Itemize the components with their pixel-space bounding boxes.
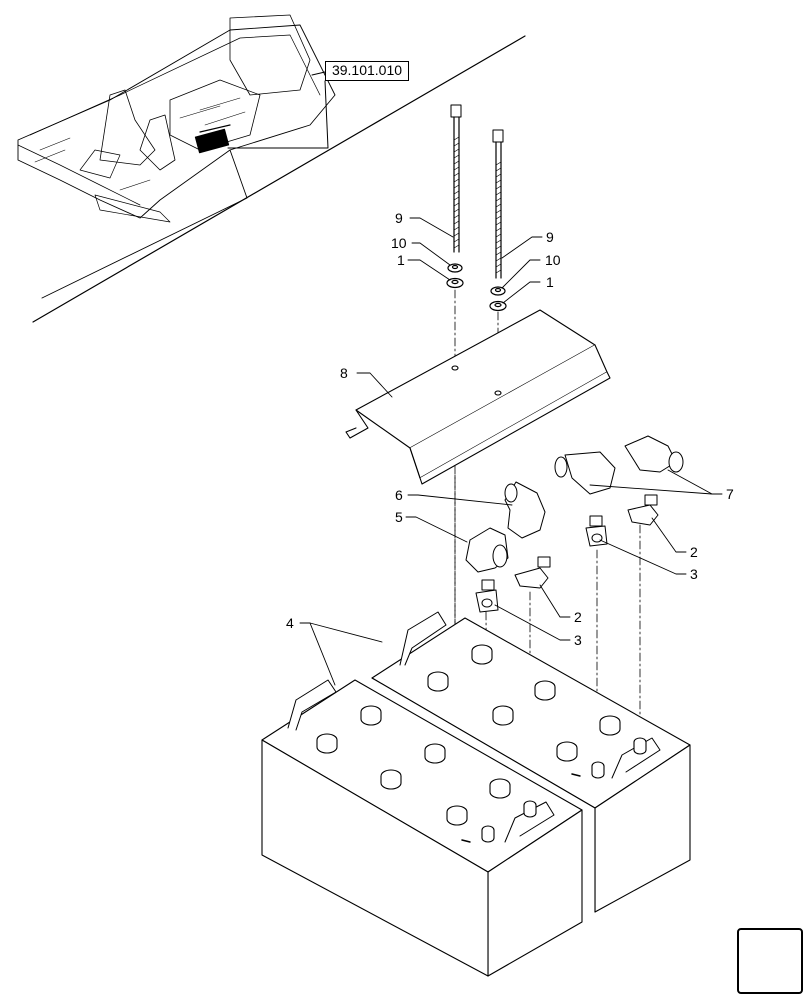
callout-9-left: 9 bbox=[395, 210, 403, 226]
washers bbox=[446, 263, 507, 312]
clamp-right-2 bbox=[627, 494, 659, 526]
callout-6: 6 bbox=[395, 487, 403, 503]
terminal-cover-7a bbox=[554, 451, 616, 495]
reference-page-label[interactable]: 39.101.010 bbox=[325, 61, 409, 81]
battery-front bbox=[261, 679, 583, 977]
callout-7: 7 bbox=[726, 486, 734, 502]
terminal-cover-7b bbox=[624, 435, 684, 473]
callout-1-right: 1 bbox=[546, 274, 554, 290]
callout-8: 8 bbox=[340, 365, 348, 381]
hold-down-bracket bbox=[345, 309, 611, 485]
clamp-mid-2 bbox=[514, 556, 551, 589]
navigate-button[interactable] bbox=[737, 928, 803, 994]
machine-overview-inset bbox=[17, 14, 526, 323]
bolt-left bbox=[450, 104, 462, 253]
callout-2-mid: 2 bbox=[574, 609, 582, 625]
callout-10-right: 10 bbox=[545, 252, 561, 268]
bolt-right bbox=[492, 129, 504, 279]
callout-9-right: 9 bbox=[546, 229, 554, 245]
callout-1-left: 1 bbox=[397, 252, 405, 268]
terminal-cover-5 bbox=[465, 527, 509, 573]
callout-3-right: 3 bbox=[690, 566, 698, 582]
clamp-mid-3 bbox=[475, 579, 499, 613]
callout-3-mid: 3 bbox=[574, 632, 582, 648]
callout-leaders bbox=[299, 217, 723, 686]
callout-2-right: 2 bbox=[690, 544, 698, 560]
terminal-cover-6 bbox=[504, 481, 546, 539]
callout-5: 5 bbox=[395, 509, 403, 525]
callout-4: 4 bbox=[286, 615, 294, 631]
callout-10-left: 10 bbox=[391, 235, 407, 251]
